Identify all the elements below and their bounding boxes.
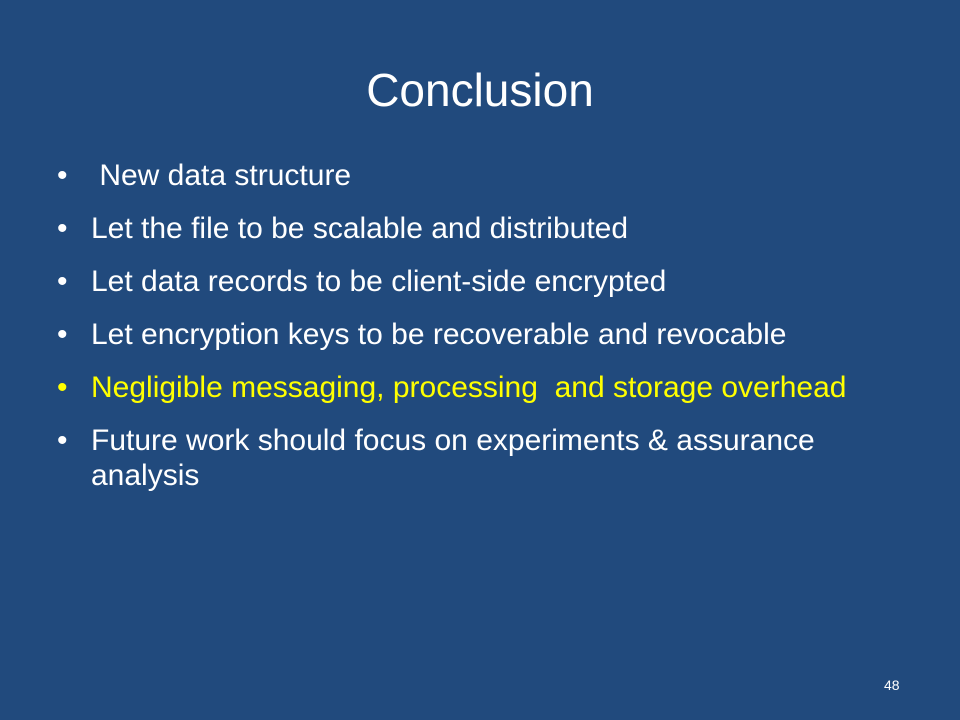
bullet-text: Future work should focus on experiments …	[91, 424, 815, 492]
bullet-item-5: • Negligible messaging, processing and s…	[52, 370, 912, 405]
bullet-dot-icon: •	[57, 212, 68, 245]
bullet-text: Let data records to be client-side encry…	[91, 265, 667, 298]
bullet-item-4: • Let encryption keys to be recoverable …	[52, 317, 912, 352]
bullet-dot-icon: •	[57, 318, 68, 351]
bullet-text: Let the file to be scalable and distribu…	[91, 212, 629, 245]
bullet-list: • New data structure • Let the file to b…	[52, 158, 912, 511]
bullet-text: New data structure	[91, 159, 352, 192]
slide-title: Conclusion	[366, 64, 594, 116]
bullet-text: Let encryption keys to be recoverable an…	[91, 318, 787, 351]
bullet-item-1: • New data structure	[52, 158, 912, 193]
slide-number: 48	[884, 677, 900, 693]
bullet-item-2: • Let the file to be scalable and distri…	[52, 211, 912, 246]
bullet-item-3: • Let data records to be client-side enc…	[52, 264, 912, 299]
bullet-text: Negligible messaging, processing and sto…	[91, 371, 847, 404]
bullet-dot-icon: •	[57, 424, 68, 457]
bullet-dot-icon: •	[57, 159, 68, 192]
bullet-dot-icon: •	[57, 371, 68, 404]
bullet-dot-icon: •	[57, 265, 68, 298]
bullet-item-6: • Future work should focus on experiment…	[52, 423, 912, 493]
